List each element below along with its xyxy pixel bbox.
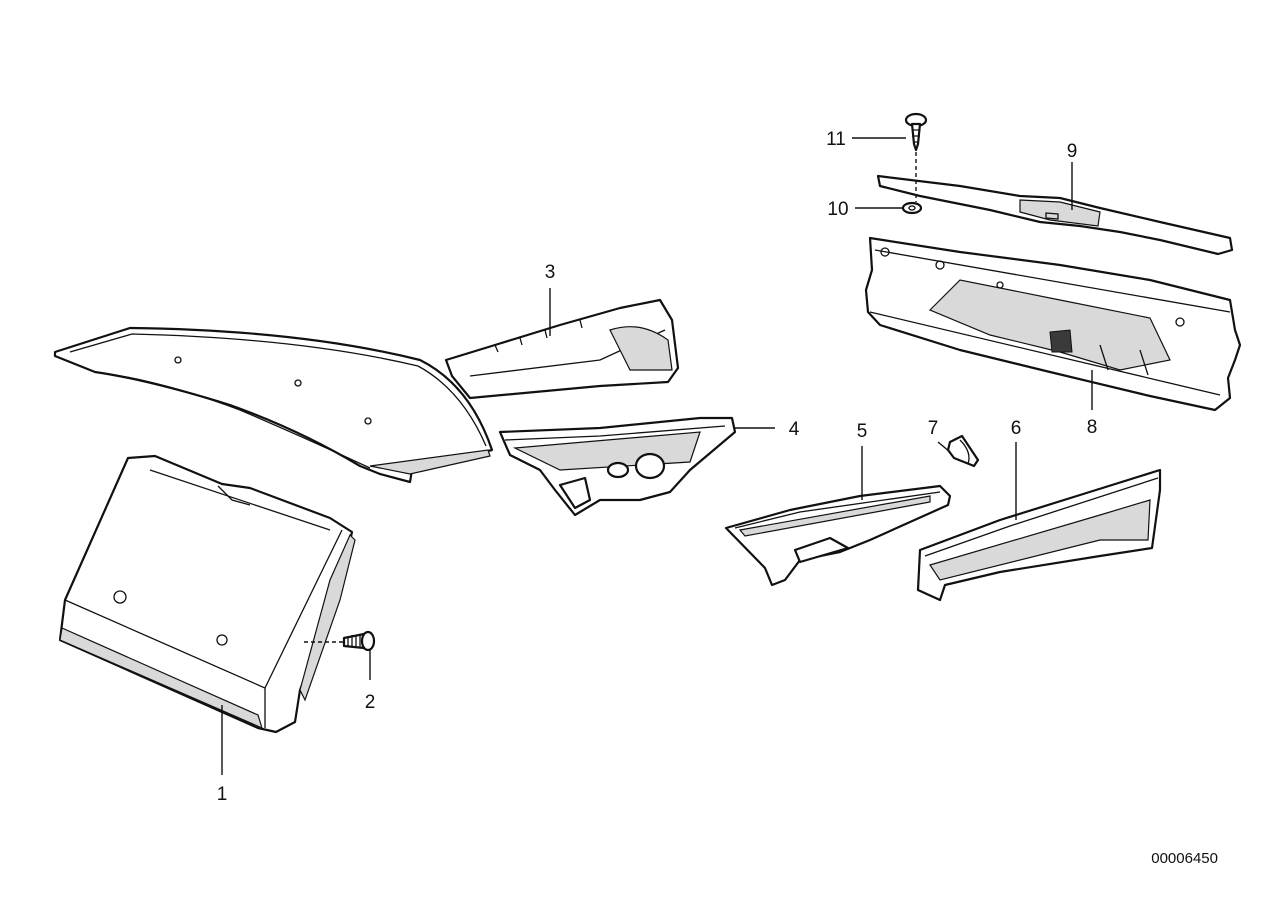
screw-part-2 <box>342 630 376 652</box>
callout-2: 2 <box>365 692 376 713</box>
clip-part-7 <box>946 434 980 468</box>
callout-11: 11 <box>826 129 846 150</box>
callout-4: 4 <box>789 419 800 440</box>
rear-panel-part-1 <box>58 454 356 734</box>
callout-6: 6 <box>1011 418 1022 439</box>
bracket-part-5 <box>724 484 952 587</box>
callout-3: 3 <box>545 262 556 283</box>
reinforcement-plate-part-9 <box>876 174 1234 256</box>
cross-member-part-8 <box>864 236 1242 412</box>
callout-7: 7 <box>928 418 939 439</box>
bracket-part-6 <box>916 468 1162 602</box>
screw-part-11 <box>904 112 928 152</box>
callout-5: 5 <box>857 421 868 442</box>
bracket-part-3 <box>444 298 680 400</box>
callout-8: 8 <box>1087 417 1098 438</box>
leader-lines <box>221 137 1093 775</box>
rear-shelf-panel <box>53 326 494 484</box>
leader-7 <box>937 441 951 453</box>
callout-9: 9 <box>1067 141 1078 162</box>
document-number: 00006450 <box>1151 850 1218 867</box>
callout-10: 10 <box>827 199 848 220</box>
bracket-part-4 <box>498 416 737 517</box>
washer-part-10 <box>901 201 923 215</box>
callout-labels: 1 2 3 4 5 6 7 8 9 10 11 <box>217 129 1098 805</box>
callout-1: 1 <box>217 784 228 805</box>
